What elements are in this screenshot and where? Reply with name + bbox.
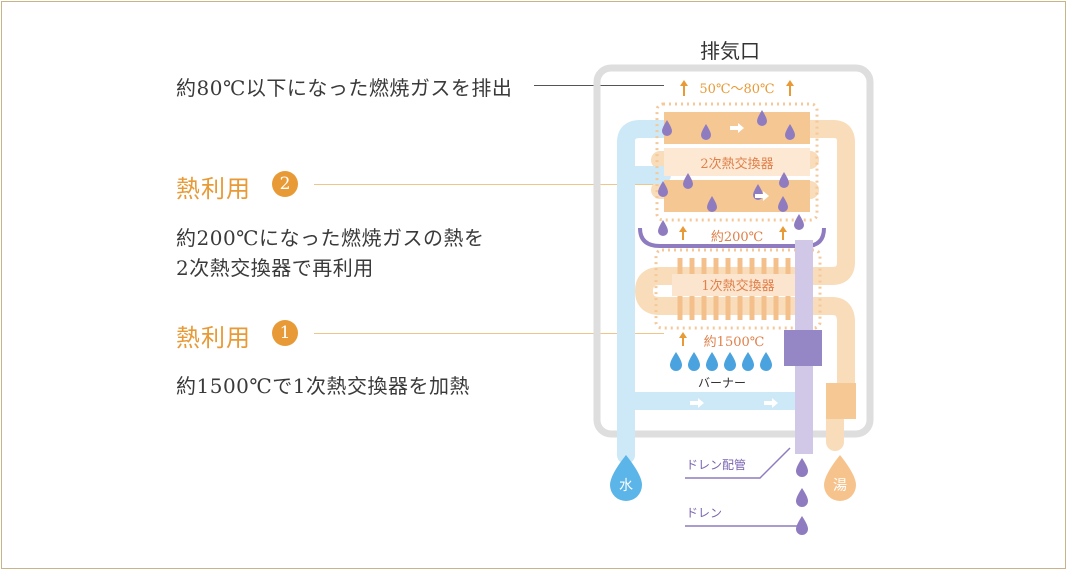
drain-pipe-label: ドレン配管 [686,457,746,472]
drain-neutralizer [784,330,822,366]
heat-use-2-badge: 2 [272,171,298,197]
hot-water-label: 湯 [833,477,847,494]
heat-use-1-line1: 約1500℃で1次熱交換器を加熱 [176,374,470,398]
heat-use-2-line1: 約200℃になった燃焼ガスの熱を [176,226,485,250]
secondary-exchanger-outline [655,102,819,222]
drain-pipe-leader-line [685,447,791,479]
heat-use-2-title: 熱利用 [176,175,251,203]
heat-use-1-title: 熱利用 [176,324,251,352]
drain-drops [796,458,808,535]
condensate-tray [638,227,826,248]
heat-use-2-leader-line [314,184,664,185]
drain-label: ドレン [686,506,722,520]
heat-use-1-badge: 1 [272,320,298,346]
secondary-exchanger-label-box [664,148,810,176]
heater-casing [593,64,874,438]
exhaust-description: 約80℃以下になった燃焼ガスを排出 [176,76,513,100]
heat-use-1-leader-line [314,333,664,334]
primary-exchanger-label: 1次熱交換器 [701,278,774,294]
primary-exchanger-outline [654,248,822,330]
heat-use-2-line2: 2次熱交換器で再利用 [176,256,374,280]
primary-exchanger-label-box [672,274,804,296]
flow-arrows [690,123,778,408]
water-label: 水 [619,478,633,494]
burner-label: バーナー [698,376,746,390]
temperature-1500: 約1500℃ [704,335,765,350]
secondary-exchanger-label: 2次熱交換器 [700,156,773,172]
temperature-200: 約200℃ [711,230,763,245]
burner-flames [670,352,772,371]
exhaust-temperature: 50℃〜80℃ [699,82,774,97]
water-drop-icon [610,455,642,501]
exhaust-arrows [679,80,794,346]
exhaust-port-label: 排気口 [700,39,760,63]
hot-water-tank [826,383,856,419]
hot-water-drop-icon [824,455,856,501]
